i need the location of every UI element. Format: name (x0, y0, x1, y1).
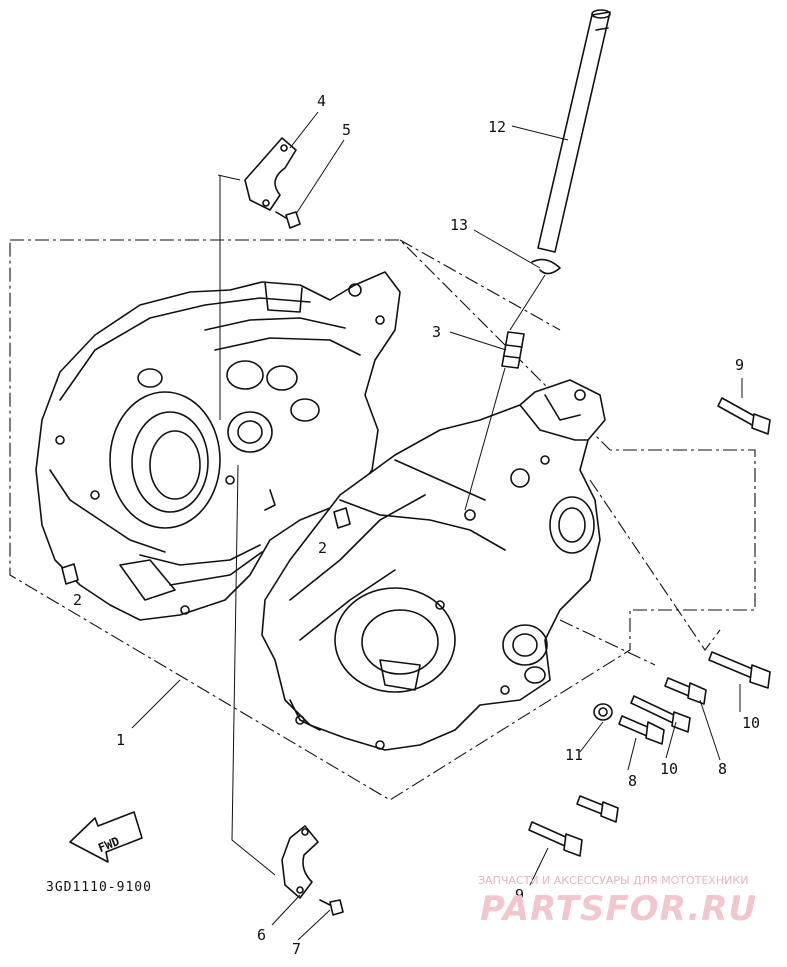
fwd-arrow: FWD (69, 811, 143, 863)
callout-2-left: 2 (73, 591, 82, 609)
bolt-8-lower (618, 715, 665, 745)
o-ring (593, 703, 613, 721)
bolt-9-bottom (528, 821, 583, 857)
callout-numbers: 1 2 2 3 4 5 6 7 8 8 9 9 10 10 11 12 13 (73, 92, 760, 958)
right-crankcase-half (261, 379, 606, 751)
callout-10-center: 10 (660, 760, 678, 778)
watermark-brand: PARTSFOR.RU (480, 889, 757, 929)
bolt-9-upper (717, 397, 771, 435)
callout-6: 6 (257, 926, 266, 944)
bolt-8-upper (664, 677, 707, 705)
bolt-10-upper (708, 651, 771, 689)
callout-2-center: 2 (318, 539, 327, 557)
callout-5: 5 (342, 121, 351, 139)
callout-13: 13 (450, 216, 468, 234)
callout-9-bottom: 9 (515, 886, 524, 904)
dowel-pins (61, 507, 351, 585)
callout-9-top: 9 (735, 356, 744, 374)
watermark: ЗАПЧАСТИ И АКСЕССУАРЫ ДЛЯ МОТОТЕХНИКИ PA… (478, 874, 757, 929)
callout-1: 1 (116, 731, 125, 749)
screw-upper (275, 211, 301, 229)
retainer-plate-lower (281, 825, 319, 899)
bolt-9-lower (576, 795, 619, 823)
part-code: 3GD1110-9100 (46, 880, 152, 895)
callout-7: 7 (292, 940, 301, 958)
callout-8-right: 8 (718, 760, 727, 778)
callout-leaders (131, 111, 743, 941)
callout-10-right: 10 (742, 714, 760, 732)
screw-lower (319, 899, 344, 916)
leader-lines (217, 174, 546, 876)
callout-8-center: 8 (628, 772, 637, 790)
bolt-10-lower (630, 695, 691, 733)
hose-clip (531, 258, 561, 275)
callout-12: 12 (488, 118, 506, 136)
retainer-plate-upper (244, 137, 297, 211)
left-crankcase-half (35, 271, 401, 621)
callout-4: 4 (317, 92, 326, 110)
callout-3: 3 (432, 323, 441, 341)
breather-hose (537, 9, 611, 253)
watermark-tagline: ЗАПЧАСТИ И АКСЕССУАРЫ ДЛЯ МОТОТЕХНИКИ (478, 874, 748, 887)
breather-fitting (501, 331, 525, 369)
callout-11: 11 (565, 746, 583, 764)
